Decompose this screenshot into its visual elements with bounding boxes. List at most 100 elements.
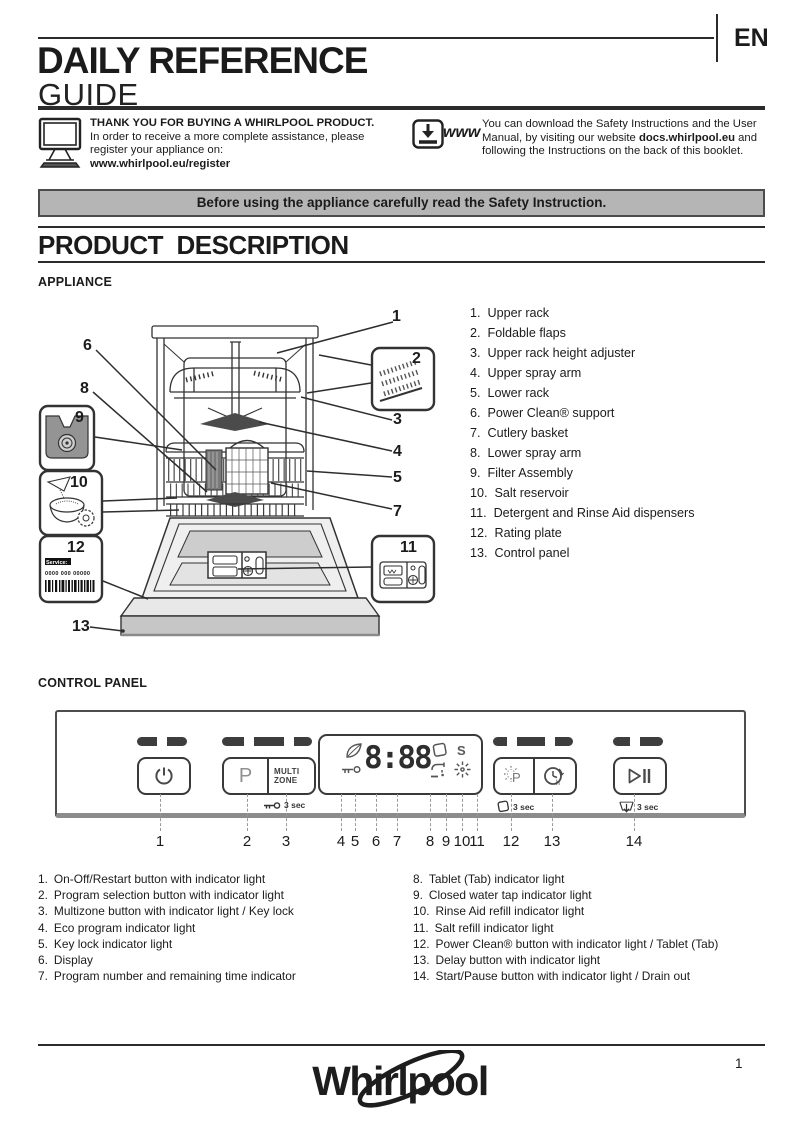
callout-11: 11 — [400, 539, 417, 556]
leader-line — [634, 794, 635, 831]
leader-line — [341, 794, 342, 831]
callout-6: 6 — [83, 337, 92, 354]
on-off-button[interactable] — [137, 757, 191, 795]
panel-number-5: 5 — [350, 833, 360, 850]
program-multizone-button[interactable]: P MULTI ZONE — [222, 757, 316, 795]
legend-item: 12.Power Clean® button with indicator li… — [413, 936, 719, 951]
multizone-label-2: ZONE — [274, 776, 298, 785]
power-icon — [155, 767, 173, 785]
panel-number-6: 6 — [371, 833, 381, 850]
legend-item: 11.Salt refill indicator light — [413, 920, 554, 935]
legend-item: 14.Start/Pause button with indicator lig… — [413, 969, 690, 984]
legend-left: 1.On-Off/Restart button with indicator l… — [38, 871, 410, 984]
language-badge: EN — [734, 24, 769, 52]
callout-12: 12 — [67, 539, 85, 556]
download-text: You can download the Safety Instructions… — [482, 118, 766, 159]
list-item: 8.Lower spray arm — [470, 446, 582, 460]
leader-line — [511, 794, 512, 831]
callout-9: 9 — [75, 409, 84, 426]
download-before: You can download the Safety Instructions… — [482, 118, 757, 144]
safety-notice-banner: Before using the appliance carefully rea… — [38, 189, 765, 217]
leader-line — [477, 794, 478, 831]
brand-logo: Whirlpool — [280, 1050, 520, 1114]
callout-5: 5 — [393, 469, 402, 486]
legend-item: 2.Program selection button with indicato… — [38, 888, 284, 903]
drain-hold-hint: 3 sec — [619, 800, 658, 814]
multizone-hold-hint: 3 sec — [264, 800, 305, 810]
title-rule — [38, 106, 765, 110]
register-body: In order to receive a more complete assi… — [90, 130, 365, 157]
panel-number-7: 7 — [392, 833, 402, 850]
appliance-heading: APPLIANCE — [38, 275, 113, 289]
callout-10: 10 — [70, 474, 88, 491]
leader-line — [286, 794, 287, 831]
list-item: 9.Filter Assembly — [470, 466, 573, 480]
callout-8: 8 — [80, 380, 89, 397]
program-button-label: P — [238, 764, 253, 787]
list-item: 2.Foldable flaps — [470, 326, 566, 340]
panel-number-8: 8 — [425, 833, 435, 850]
legend-item: 9.Closed water tap indicator light — [413, 888, 592, 903]
start-pause-button[interactable] — [613, 757, 667, 795]
water-tap-icon — [431, 762, 445, 778]
panel-number-9: 9 — [441, 833, 451, 850]
list-item: 10.Salt reservoir — [470, 486, 569, 500]
panel-number-4: 4 — [336, 833, 346, 850]
legend-item: 4.Eco program indicator light — [38, 920, 196, 935]
button-divider — [267, 759, 269, 793]
salt-indicator: S — [457, 743, 466, 758]
powerclean-delay-button[interactable]: P h — [493, 757, 577, 795]
section-rule-bottom — [38, 261, 765, 263]
www-label: www — [443, 124, 481, 141]
panel-number-1: 1 — [155, 833, 165, 850]
leader-line — [160, 794, 161, 831]
key-lock-icon — [342, 765, 361, 774]
panel-number-11: 11 — [469, 833, 485, 850]
svg-text:P: P — [512, 770, 521, 785]
callout-1: 1 — [392, 308, 401, 325]
button-divider — [533, 759, 535, 793]
header-rule — [38, 37, 714, 39]
callout-7: 7 — [393, 503, 402, 520]
panel-number-14: 14 — [625, 833, 643, 850]
key-icon — [264, 801, 281, 809]
tablet-icon — [432, 742, 447, 757]
lang-divider — [716, 14, 718, 62]
service-number: 0000 000 00000 — [45, 571, 90, 577]
powerclean-icon: P — [504, 766, 521, 785]
list-item: 7.Cutlery basket — [470, 426, 569, 440]
legend-right: 8.Tablet (Tab) indicator light 9.Closed … — [413, 871, 775, 984]
list-item: 11.Detergent and Rinse Aid dispensers — [470, 506, 695, 520]
legend-item: 7.Program number and remaining time indi… — [38, 969, 296, 984]
leader-line — [247, 794, 248, 831]
dishwasher-diagram: Service: 0000 000 00000 — [38, 321, 436, 637]
leader-line — [355, 794, 356, 831]
callout-3: 3 — [393, 411, 402, 428]
legend-item: 3.Multizone button with indicator light … — [38, 904, 294, 919]
leader-line — [462, 794, 463, 831]
display: 8:88 S — [318, 734, 483, 795]
register-url: www.whirlpool.eu/register — [90, 157, 231, 170]
leader-line — [397, 794, 398, 831]
legend-item: 8.Tablet (Tab) indicator light — [413, 872, 565, 886]
leader-line — [446, 794, 447, 831]
download-url: docs.whirlpool.eu — [638, 131, 736, 144]
callout-2: 2 — [412, 350, 421, 367]
list-item: 13.Control panel — [470, 546, 570, 560]
section-product-description: PRODUCT DESCRIPTION — [38, 230, 349, 260]
list-item: 1.Upper rack — [470, 306, 550, 320]
appliance-parts-list: 1.Upper rack 2.Foldable flaps 3.Upper ra… — [470, 306, 695, 566]
time-display: 8:88 — [364, 740, 433, 776]
register-text: THANK YOU FOR BUYING A WHIRLPOOL PRODUCT… — [90, 117, 390, 171]
list-item: 6.Power Clean® support — [470, 406, 615, 420]
page-number: 1 — [735, 1056, 743, 1071]
legend-item: 1.On-Off/Restart button with indicator l… — [38, 872, 266, 886]
panel-number-2: 2 — [242, 833, 252, 850]
tablet-hold-hint: 3 sec — [497, 800, 534, 813]
delay-icon: h — [544, 767, 564, 787]
panel-number-12: 12 — [502, 833, 520, 850]
download-after: and following the Instructions on the ba… — [482, 131, 758, 158]
callout-4: 4 — [393, 443, 402, 460]
panel-number-3: 3 — [281, 833, 291, 850]
